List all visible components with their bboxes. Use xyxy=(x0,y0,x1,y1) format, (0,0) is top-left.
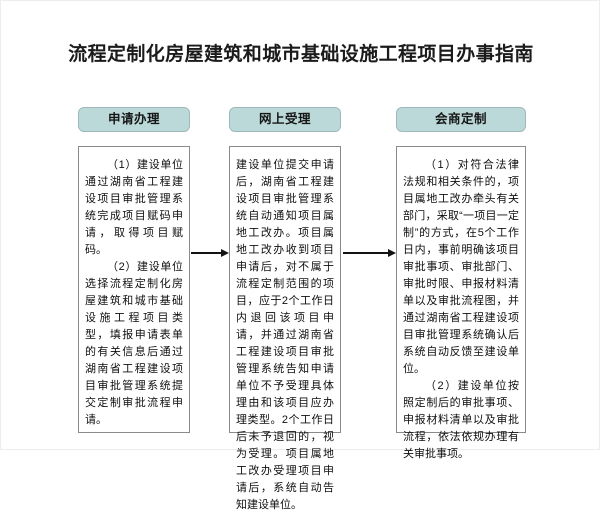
page-title: 流程定制化房屋建筑和城市基础设施工程项目办事指南 xyxy=(68,44,534,65)
arrow-head xyxy=(221,249,229,257)
stage-paragraph: （1）建设单位通过湖南省工程建设项目审批管理系统完成项目赋码申请，取得项目赋码。 xyxy=(85,159,183,256)
stage-body-consult-customize: （1）对符合法律法规和相关条件的，项目属地工改办牵头有关部门，采取“一项目一定制… xyxy=(396,146,526,460)
stage-header-online-acceptance[interactable]: 网上受理 xyxy=(229,107,341,132)
arrow-acceptance-to-customize-icon xyxy=(343,249,396,258)
stage-body-apply: （1）建设单位通过湖南省工程建设项目审批管理系统完成项目赋码申请，取得项目赋码。… xyxy=(78,146,190,433)
stage-paragraph: （1）对符合法律法规和相关条件的，项目属地工改办牵头有关部门，采取“一项目一定制… xyxy=(403,159,519,375)
arrow-head xyxy=(388,249,396,257)
stage-column-consult-customize: 会商定制 （1）对符合法律法规和相关条件的，项目属地工改办牵头有关部门，采取“一… xyxy=(396,107,526,460)
stage-header-apply[interactable]: 申请办理 xyxy=(78,107,190,132)
stage-column-online-acceptance: 网上受理 建设单位提交申请后，湖南省工程建设项目审批管理系统自动通知项目属地工改… xyxy=(229,107,341,511)
stage-paragraph: 建设单位提交申请后，湖南省工程建设项目审批管理系统自动通知项目属地工改办。项目属… xyxy=(236,159,334,511)
arrow-shaft xyxy=(343,252,389,254)
stage-paragraph: （2）建设单位按照定制后的审批事项、申报材料清单以及审批流程，依法依规办理有关审… xyxy=(403,380,519,460)
stage-header-consult-customize[interactable]: 会商定制 xyxy=(396,107,526,132)
arrow-apply-to-acceptance-icon xyxy=(191,249,229,258)
stage-body-online-acceptance: 建设单位提交申请后，湖南省工程建设项目审批管理系统自动通知项目属地工改办。项目属… xyxy=(229,146,341,511)
stage-paragraph: （2）建设单位选择流程定制化房屋建筑和城市基础设施工程项目类型，填报申请表单的有… xyxy=(85,261,183,426)
stage-column-apply: 申请办理 （1）建设单位通过湖南省工程建设项目审批管理系统完成项目赋码申请，取得… xyxy=(78,107,190,433)
arrow-shaft xyxy=(191,252,222,254)
